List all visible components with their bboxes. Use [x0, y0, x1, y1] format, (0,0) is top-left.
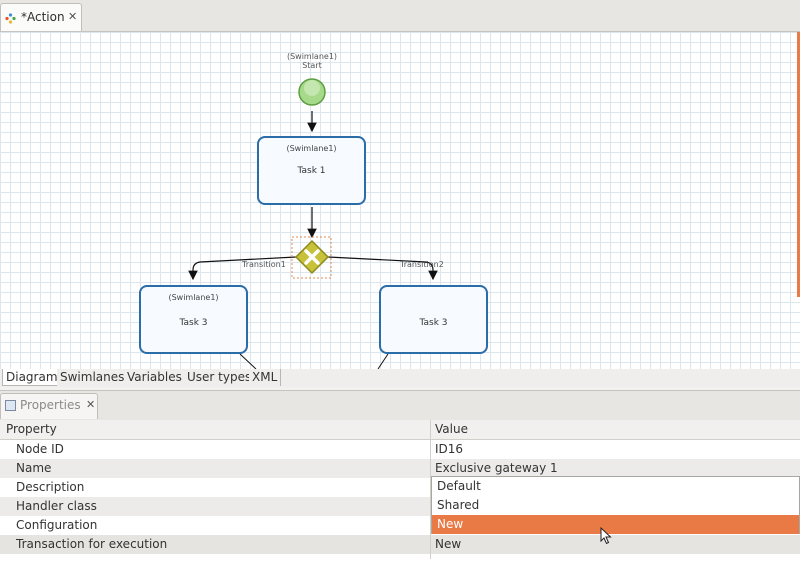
property-value: Exclusive gateway 1 [435, 461, 558, 475]
properties-tab-title: Properties [20, 398, 81, 412]
tab-variables[interactable]: Variables [124, 369, 186, 386]
task-3-right-node[interactable]: Task 3 [379, 285, 488, 354]
value-column-header[interactable]: Value [435, 422, 468, 436]
dropdown-option-new[interactable]: New [432, 515, 799, 534]
column-divider[interactable] [430, 420, 431, 559]
edge-left-out [239, 353, 257, 369]
diagram-canvas[interactable]: (Swimlane1) Start (Swimlane1) Task 1 Tra… [0, 32, 800, 370]
diagram-connections [188, 78, 438, 369]
start-swimlane-label: (Swimlane1) [286, 52, 338, 61]
task-label: Task 1 [297, 166, 326, 176]
table-row[interactable]: Description [0, 478, 800, 497]
properties-header: Property Value [0, 420, 800, 440]
tab-action-editor[interactable]: *Action ✕ [0, 3, 82, 31]
tab-xml[interactable]: XML [249, 369, 282, 386]
tab-properties[interactable]: Properties ✕ [0, 393, 98, 419]
start-label: Start [302, 61, 322, 70]
property-key: Name [16, 461, 52, 475]
property-key: Configuration [16, 518, 98, 532]
edge-transition1 [188, 256, 297, 281]
task-label: Task 3 [419, 318, 448, 328]
edge-transition2 [327, 256, 438, 281]
transition2-label: Transition2 [400, 260, 444, 269]
transition1-label: Transition1 [242, 260, 286, 269]
task-label: Task 3 [179, 318, 208, 328]
property-key: Node ID [16, 442, 64, 456]
table-row[interactable]: Transaction for execution New [0, 535, 800, 554]
mouse-pointer-icon [600, 527, 612, 545]
dropdown-option-shared[interactable]: Shared [437, 498, 480, 512]
task-swimlane-label: (Swimlane1) [168, 293, 219, 302]
table-row[interactable]: Node ID ID16 [0, 440, 800, 459]
tab-user-types[interactable]: User types [184, 369, 256, 386]
task-1-node[interactable]: (Swimlane1) Task 1 [257, 136, 366, 205]
edge-right-out [377, 353, 389, 369]
canvas-edge-indicator [797, 32, 800, 297]
close-icon[interactable]: ✕ [86, 398, 96, 411]
properties-tab-bar [0, 390, 800, 421]
tab-diagram[interactable]: Diagram [2, 369, 62, 386]
editor-page-tabs: Diagram Swimlanes Variables User types X… [0, 369, 800, 387]
gateway-x-icon [304, 249, 320, 265]
close-icon[interactable]: ✕ [68, 10, 78, 23]
dropdown-option-default[interactable]: Default [437, 479, 481, 493]
process-diagram-icon [5, 13, 16, 24]
table-row[interactable]: Name Exclusive gateway 1 [0, 459, 800, 478]
tab-swimlanes[interactable]: Swimlanes [57, 369, 129, 386]
task-swimlane-label: (Swimlane1) [286, 144, 337, 153]
property-value: ID16 [435, 442, 464, 456]
editor-tab-bar [0, 0, 800, 32]
property-key: Description [16, 480, 85, 494]
editor-tab-title: *Action [21, 10, 65, 24]
property-column-header[interactable]: Property [6, 422, 57, 436]
property-key: Transaction for execution [16, 537, 168, 551]
transaction-value-select[interactable]: New [435, 537, 462, 551]
table-row[interactable]: Configuration [0, 516, 800, 535]
task-3-left-node[interactable]: (Swimlane1) Task 3 [139, 285, 248, 354]
properties-icon [5, 400, 16, 411]
transaction-dropdown-list[interactable]: Default Shared New [431, 476, 800, 534]
property-key: Handler class [16, 499, 97, 513]
